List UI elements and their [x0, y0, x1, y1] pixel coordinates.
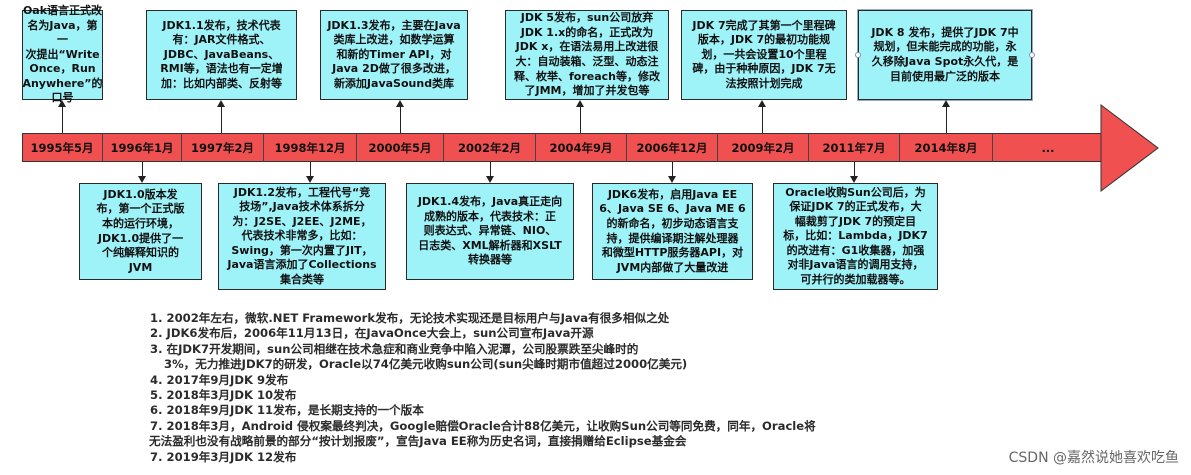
note-item: 7. 2019年3月JDK 12发布 [150, 449, 297, 464]
arrow-up-icon [217, 100, 225, 107]
resize-handle[interactable] [855, 52, 861, 58]
arrow-up-icon [58, 100, 66, 107]
timeline-segment: 2009年2月 [718, 133, 809, 162]
note-item: 4. 2017年9月JDK 9发布 [150, 372, 289, 387]
connector-line [400, 106, 401, 133]
arrow-up-icon [758, 100, 766, 107]
arrow-up-icon [396, 100, 404, 107]
connector-line [142, 162, 143, 177]
connector-line [490, 162, 491, 177]
timeline-segment: ... [1041, 140, 1055, 155]
note-item: 2. JDK6发布后，2006年11月13日，在JavaOnce大会上，sun公… [150, 326, 594, 341]
event-box-2014[interactable]: JDK 8 发布，提供了JDK 7中 规划，但未能完成的功能，永 久移除Java… [857, 9, 1033, 101]
event-box-2004: JDK 5发布，sun公司放弃 JDK 1.x的命名，正式改为 JDK x，在语… [505, 10, 669, 100]
note-item: 3. 在JDK7开发期间，sun公司相继在技术急症和商业竞争中陷入泥潭，公司股票… [150, 341, 639, 356]
event-box-2002: JDK1.4发布，Java真正走向 成熟的版本，代表技术：正 则表达式、异常链、… [406, 183, 574, 280]
event-box-2000: JDK1.3发布，主要在Java 类库上改进，如数学运算 和新的Timer AP… [320, 10, 468, 100]
event-box-2009: JDK 7完成了其第一个里程碑 版本，JDK 7的最初功能规 划，一共会设置10… [681, 10, 847, 100]
timeline-segment: 1998年12月 [264, 133, 357, 162]
event-box-1996: JDK1.0版本发 布，第一个正式版 本的运行环境， JDK1.0提供了一 个纯… [79, 183, 202, 280]
timeline-segment: 2004年9月 [536, 133, 627, 162]
arrow-up-icon [576, 100, 584, 107]
arrow-down-icon [486, 176, 494, 183]
timeline-segment: 2002年2月 [444, 133, 536, 162]
arrow-up-icon [942, 100, 950, 107]
note-item: 5. 2018年3月JDK 10发布 [150, 388, 297, 403]
arrow-down-icon [306, 176, 314, 183]
connector-line [672, 162, 673, 177]
arrow-down-icon [138, 176, 146, 183]
watermark: CSDN @嘉然说她喜欢吃鱼 [1008, 450, 1179, 466]
connector-line [580, 106, 581, 133]
connector-line [62, 106, 63, 133]
connector-line [762, 106, 763, 133]
timeline-arrowhead [1100, 104, 1159, 192]
timeline-segment: 2006年12月 [627, 133, 718, 162]
connector-line [946, 106, 947, 133]
connector-line [310, 162, 311, 177]
note-item: 3%，无力推进JDK7的研发，Oracle以74亿美元收购sun公司(sun尖峰… [164, 357, 688, 372]
event-box-1998: JDK1.2发布，工程代号“竞 技场”,Java技术体系拆分 为：J2SE、J2… [218, 183, 386, 290]
arrow-down-icon [668, 176, 676, 183]
connector-line [221, 106, 222, 133]
resize-handle[interactable] [1029, 52, 1035, 58]
event-box-1995: Oak语言正式改 名为Java，第一 次提出“Write Once，Run An… [22, 4, 103, 105]
timeline-segment: 2000年5月 [357, 133, 444, 162]
note-item: 6. 2018年9月JDK 11发布，是长期支持的一个版本 [150, 403, 424, 418]
timeline-segment: 1995年5月 [22, 133, 103, 162]
event-box-2006: JDK6发布，启用Java EE 6、Java SE 6、Java ME 6 的… [592, 183, 753, 280]
arrow-down-icon [850, 176, 858, 183]
event-box-2011: Oracle收购Sun公司后，为 保证JDK 7的正式发布，大 幅裁剪了JDK … [773, 183, 938, 290]
timeline-segment: 1997年2月 [182, 133, 264, 162]
timeline-segment: 1996年1月 [103, 133, 182, 162]
note-item: 7. 2018年3月，Android 侵权案最终判决，Google赔偿Oracl… [150, 418, 816, 433]
notes-list: 1. 2002年左右，微软.NET Framework发布，无论技术实现还是目标… [149, 311, 890, 465]
timeline-segment: 2014年8月 [900, 133, 993, 162]
timeline-bar [22, 133, 1105, 162]
note-item: 1. 2002年左右，微软.NET Framework发布，无论技术实现还是目标… [150, 311, 670, 325]
connector-line [854, 162, 855, 177]
timeline-segment: 2011年7月 [809, 133, 900, 162]
note-item: 无法盈利也没有战略前景的部分“按计划报废”，宣告Java EE称为历史名词，直接… [149, 434, 687, 449]
event-box-1997: JDK1.1发布，技术代表 有：JAR文件格式、 JDBC、JavaBeans、… [146, 10, 297, 100]
